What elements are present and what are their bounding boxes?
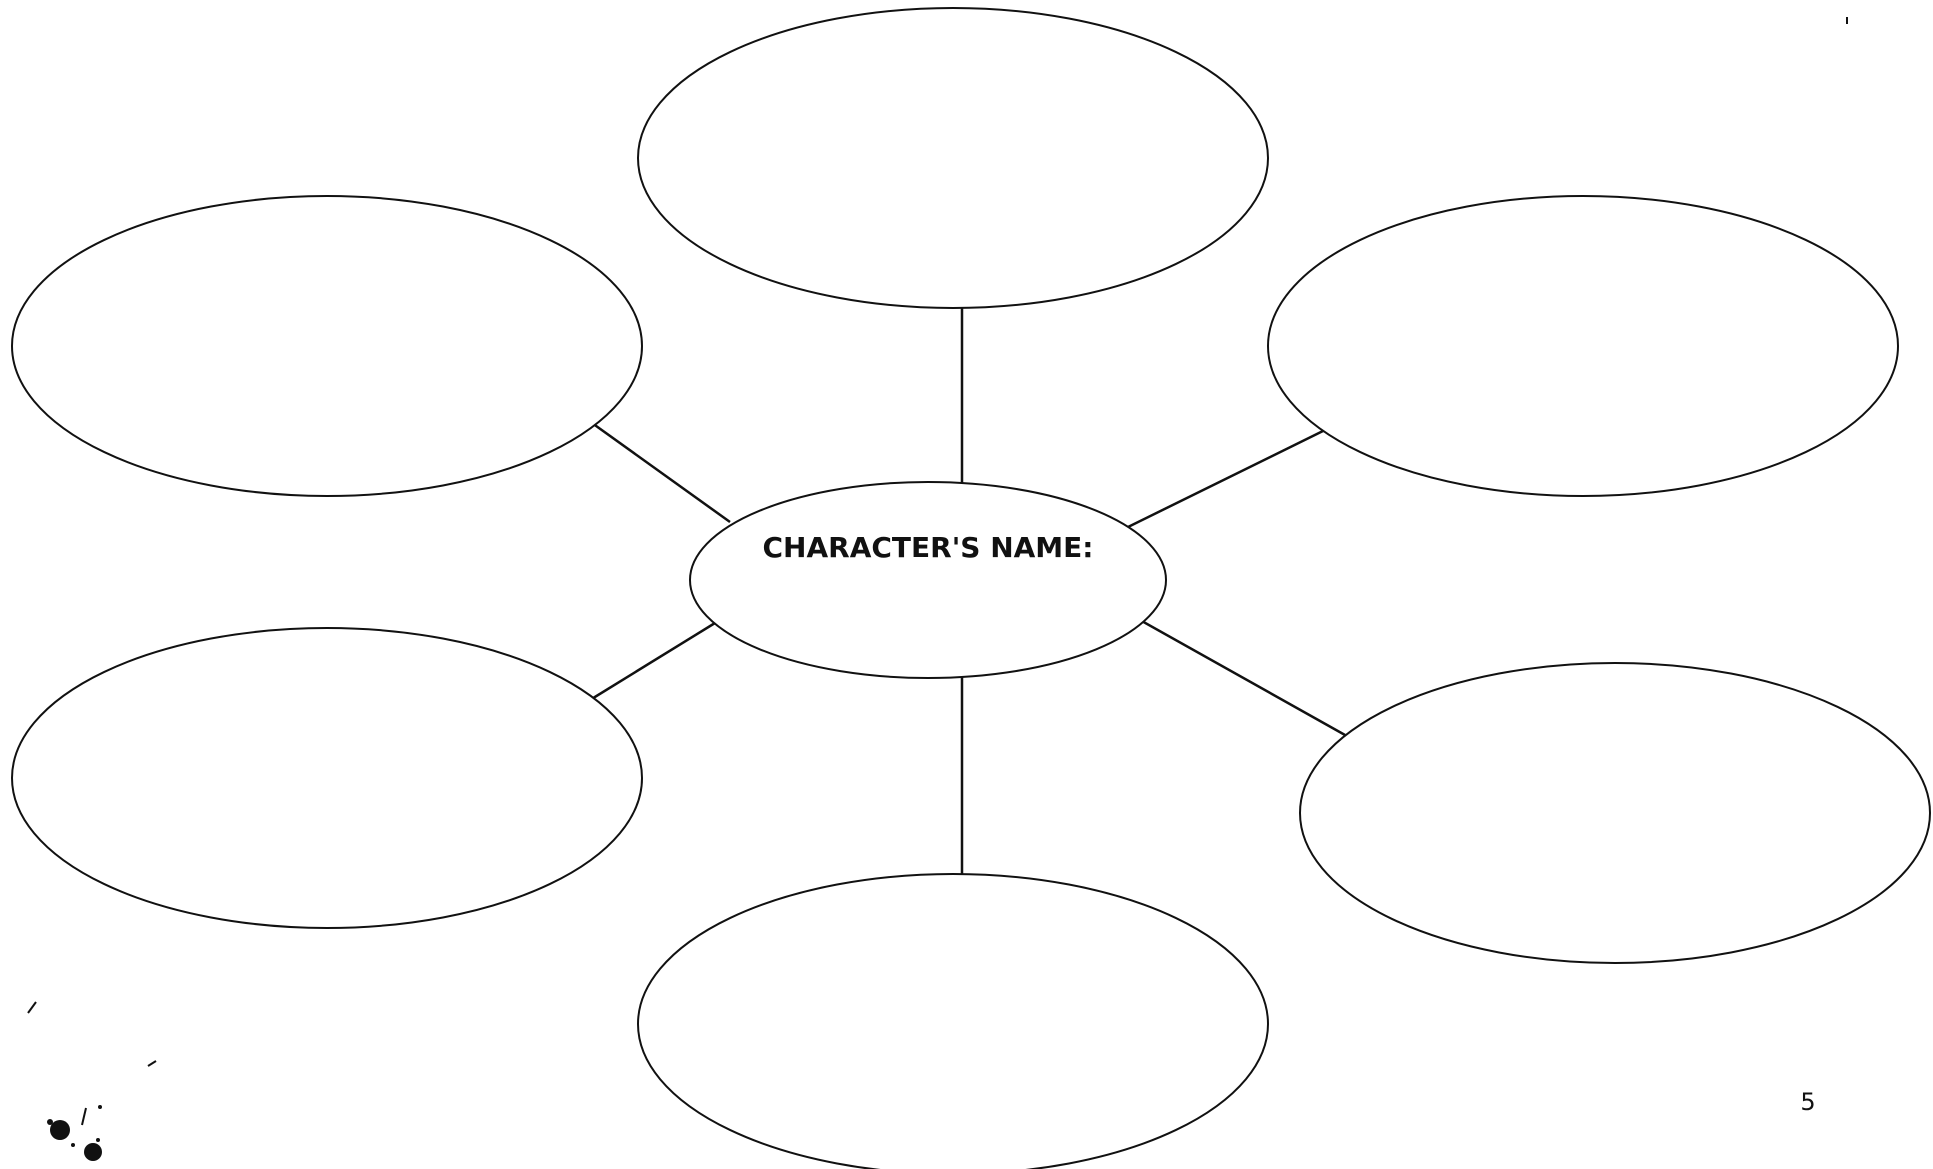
character-name-label: CHARACTER'S NAME: [763, 531, 1094, 564]
connector-upper-right [1126, 430, 1325, 528]
connector-upper-left [585, 418, 730, 522]
bubble-upper-left[interactable] [12, 196, 642, 496]
bubble-bottom[interactable] [638, 874, 1268, 1169]
bubble-top[interactable] [638, 8, 1268, 308]
page-number: 5 [1800, 1088, 1815, 1116]
connector-lower-right [1140, 620, 1345, 735]
ink-splatter-decoration [28, 1002, 156, 1161]
connector-lower-left [590, 623, 715, 700]
bubble-upper-right[interactable] [1268, 196, 1898, 496]
center-bubble[interactable] [690, 482, 1166, 678]
bubble-lower-left[interactable] [12, 628, 642, 928]
bubble-lower-right[interactable] [1300, 663, 1930, 963]
